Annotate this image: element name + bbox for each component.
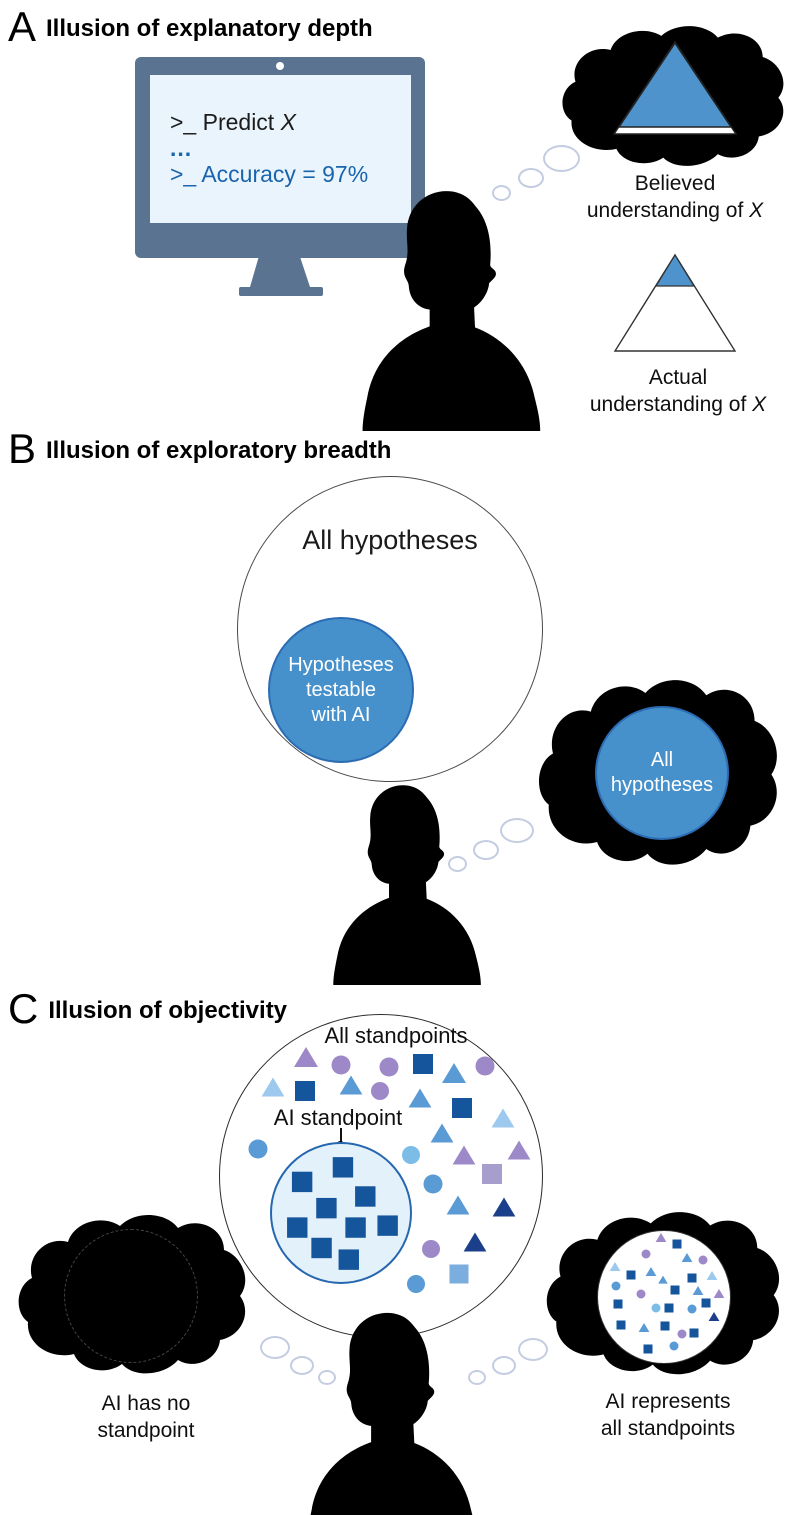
panel-b-header: B Illusion of exploratory breadth xyxy=(8,428,391,470)
panel-a-letter: A xyxy=(8,3,37,50)
panel-c-title: Illusion of objectivity xyxy=(48,997,288,1024)
monitor-stand-base xyxy=(239,287,323,296)
monitor-stand-neck xyxy=(250,258,310,287)
terminal-line-1: >_ Predict X xyxy=(170,109,296,135)
all-standpoints-label: All standpoints xyxy=(324,1023,468,1048)
believed-triangle xyxy=(612,40,738,135)
standpoints-scatter xyxy=(248,1047,531,1293)
ai-standpoint-pointer-line xyxy=(340,1128,342,1145)
represented-standpoints-scatter xyxy=(609,1233,725,1354)
panel-c-header: C Illusion of objectivity xyxy=(8,988,287,1030)
panel-c-letter: C xyxy=(8,985,39,1032)
person-silhouette-c xyxy=(307,1312,477,1515)
actual-triangle xyxy=(613,253,737,352)
actual-caption: Actual understanding of X xyxy=(589,366,767,416)
person-silhouette-a xyxy=(362,191,541,431)
thought-puff-large xyxy=(500,818,534,843)
thought-puff-medium xyxy=(290,1356,314,1375)
thought-puff-small xyxy=(448,856,467,872)
thought-puff-large xyxy=(543,145,580,172)
panel-b-title: Illusion of exploratory breadth xyxy=(46,437,392,464)
thought-puff-large xyxy=(518,1338,548,1361)
ai-standpoint-scatter xyxy=(287,1157,398,1270)
monitor-screen: >_ Predict X ... >_ Accuracy = 97% xyxy=(150,75,411,223)
thought-puff-large xyxy=(260,1336,290,1359)
person-silhouette-b xyxy=(333,785,481,985)
thought-puff-small xyxy=(468,1370,486,1385)
ai-standpoint-circle xyxy=(270,1142,412,1284)
thought-puff-medium xyxy=(492,1356,516,1375)
panel-a-title: Illusion of explanatory depth xyxy=(46,15,373,42)
no-standpoint-caption: AI has no standpoint xyxy=(97,1392,195,1442)
panel-b-letter: B xyxy=(8,425,37,472)
terminal-line-3: >_ Accuracy = 97% xyxy=(170,161,369,187)
thought-all-hypotheses-circle: All hypotheses xyxy=(595,706,729,840)
ai-standpoint-label: AI standpoint xyxy=(273,1105,403,1130)
all-hypotheses-label: All hypotheses xyxy=(302,525,478,555)
represents-all-caption: AI represents all standpoints xyxy=(600,1390,736,1440)
panel-a-header: A Illusion of explanatory depth xyxy=(8,6,373,48)
all-standpoints-circle: All standpoints AI standpoint xyxy=(219,1014,543,1338)
all-hypotheses-circle: All hypotheses Hypotheses testable with … xyxy=(237,476,543,782)
empty-standpoint-dashed-circle xyxy=(64,1229,198,1363)
thought-puff-medium xyxy=(518,168,544,188)
represented-standpoints-circle xyxy=(597,1230,731,1364)
thought-puff-small xyxy=(318,1370,336,1385)
terminal-line-1-var: X xyxy=(280,109,296,135)
monitor-camera-dot xyxy=(276,62,284,70)
thought-puff-medium xyxy=(473,840,499,860)
thought-puff-small xyxy=(492,185,511,201)
hypotheses-testable-circle: Hypotheses testable with AI xyxy=(268,617,414,763)
terminal-line-2: ... xyxy=(170,135,193,161)
believed-caption: Believed understanding of X xyxy=(586,172,764,222)
